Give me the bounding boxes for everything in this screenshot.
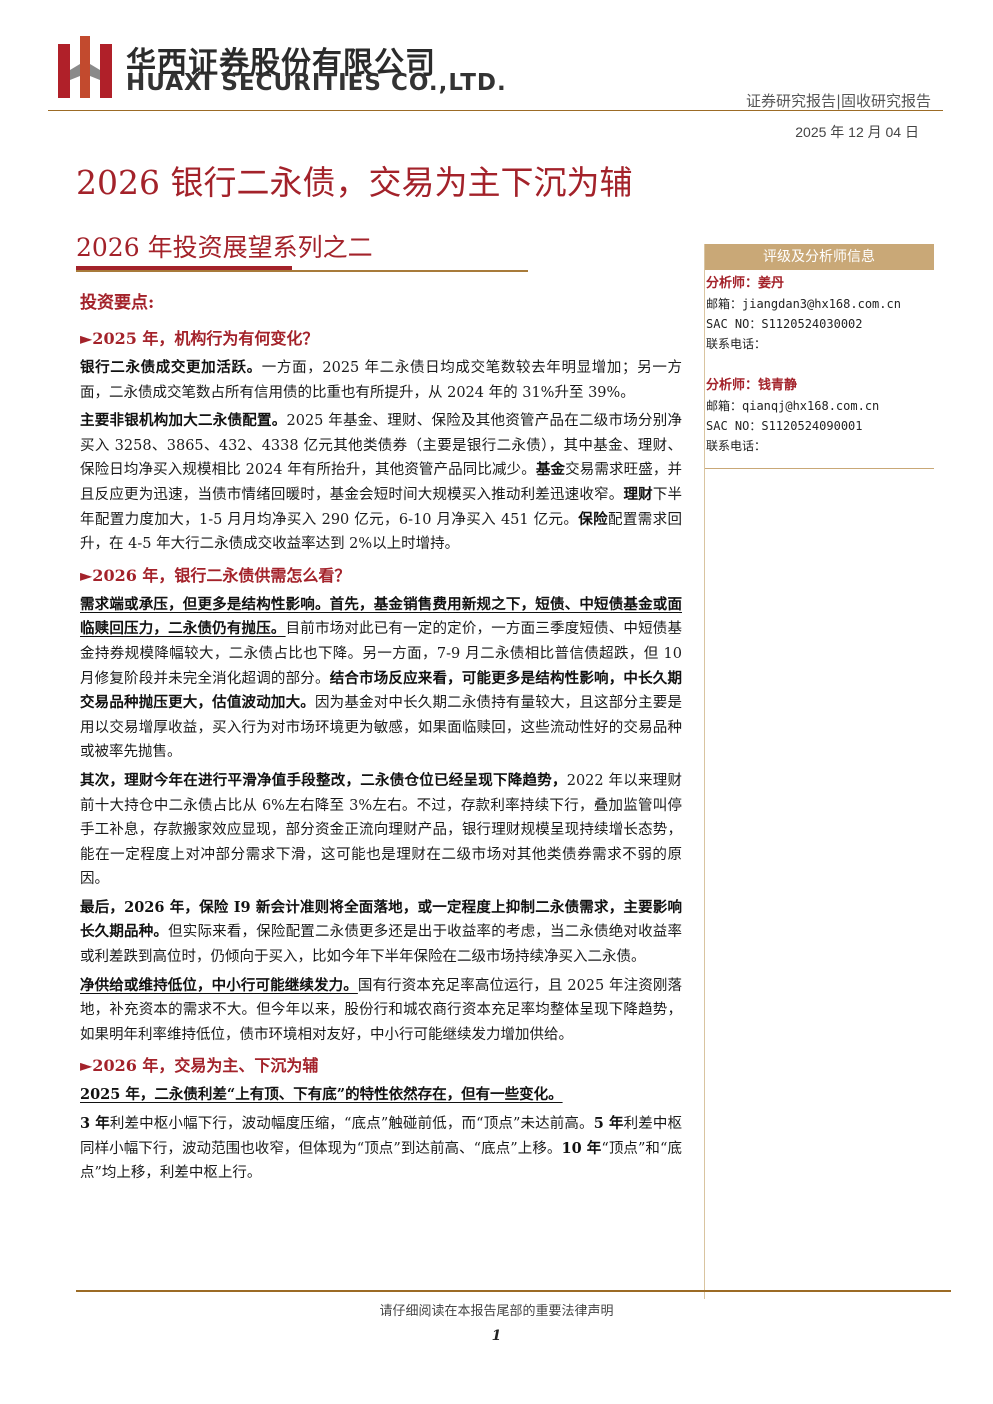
main-content: 投资要点: ►2025 年，机构行为有何变化？ 银行二永债成交更加活跃。一方面，… [80,290,682,1190]
paragraph: 其次，理财今年在进行平滑净值手段整改，二永债仓位已经呈现下降趋势，2022 年以… [80,769,682,892]
paragraph-keyword: 3 年 [80,1115,110,1133]
paragraph-lead: 主要非银机构加大二永债配置。 [80,412,287,430]
paragraph-text: 利差中枢同样小幅下行，波动范围也收窄，但体现为“顶点”到达前高、“底点”上移。 [80,1116,683,1157]
analyst-name: 分析师：姜丹 [706,276,785,291]
sidebar-border [704,244,705,1299]
paragraph-text: 配置需求回升，在 4-5 年大行二永债成交收益率达到 2%以上时增持。 [80,511,683,553]
paragraph-keyword: 基金 [535,461,566,479]
paragraph-lead: 银行二永债成交更加活跃。 [80,359,262,376]
paragraph-lead: 净供给或维持低位，中小行可能继续发力。 [80,976,358,994]
sub-heading-2026-supply-demand: ►2026 年，银行二永债供需怎么看？ [80,565,351,585]
report-title: 2026 银行二永债，交易为主下沉为辅 [76,163,633,202]
paragraph-text: 一方面，2025 年二永债日均成交笔数较去年明显增加；另一方面，二永债成交笔数占… [80,360,682,401]
paragraph-text: “顶点”和“底点”均上移，利差中枢上行。 [80,1140,682,1182]
paragraph-lead: 最后，2026 年，保险 I9 新会计准则将全面落地，或一定程度上抑制二永债需求… [80,898,682,941]
footer-divider [76,1290,951,1292]
paragraph-keyword: 5 年 [593,1115,624,1133]
paragraph-lead: 2025 年，二永债利差“上有顶、下有底”的特性依然存在，但有一些变化。 [80,1086,563,1104]
paragraph: 银行二永债成交更加活跃。一方面，2025 年二永债日均成交笔数较去年明显增加；另… [80,356,682,405]
paragraph-keyword: 理财 [623,485,653,503]
sub-heading-2026-strategy: ►2026 年，交易为主、下沉为辅 [80,1056,319,1076]
sidebar-header: 评级及分析师信息 [704,244,934,270]
paragraph-text: 2025 年基金、理财、保险及其他资管产品在二级市场分别净买入 3258、386… [80,413,682,479]
report-subtitle: 2026 年投资展望系列之二 [76,233,373,262]
paragraph-lead: 需求端或承压，但更多是结构性影响。首先，基金销售费用新规之下，短债、中短债基金或… [80,595,682,638]
paragraph: 需求端或承压，但更多是结构性影响。首先，基金销售费用新规之下，短债、中短债基金或… [80,593,682,765]
paragraph: 主要非银机构加大二永债配置。2025 年基金、理财、保险及其他资管产品在二级市场… [80,409,682,557]
report-date: 2025 年 12 月 04 日 [795,124,919,140]
analyst-phone: 联系电话： [706,337,767,351]
subtitle-divider-accent [76,266,292,270]
section-label: 投资要点: [80,293,155,313]
analyst-card: 分析师：钱青静 邮箱：qianqj@hx168.com.cn SAC NO：S1… [704,372,934,456]
analyst-email[interactable]: 邮箱：jiangdan3@hx168.com.cn [706,297,901,311]
paragraph-keyword: 10 年 [561,1139,602,1157]
analyst-sidebar: 评级及分析师信息 分析师：姜丹 邮箱：jiangdan3@hx168.com.c… [704,244,934,469]
paragraph: 2025 年，二永债利差“上有顶、下有底”的特性依然存在，但有一些变化。 [80,1083,682,1108]
company-logo [58,36,116,98]
page-number: 1 [491,1328,502,1344]
analyst-sac: SAC NO：S1120524090001 [706,419,863,433]
paragraph: 净供给或维持低位，中小行可能继续发力。国有行资本充足率高位运行，且 2025 年… [80,974,682,1048]
analyst-name: 分析师：钱青静 [706,378,798,393]
header-divider [48,110,943,111]
analyst-card: 分析师：姜丹 邮箱：jiangdan3@hx168.com.cn SAC NO：… [704,270,934,354]
paragraph: 3 年利差中枢小幅下行，波动幅度压缩，“底点”触碰前低，而“顶点”未达前高。5 … [80,1112,682,1186]
analyst-phone: 联系电话： [706,439,767,453]
paragraph-text: 交易需求旺盛，并且反应更为迅速，当债市情绪回暖时，基金会短时间大规模买入推动利差… [80,462,682,503]
report-type: 证券研究报告|固收研究报告 [745,92,931,110]
company-name-en: HUAXI SECURITIES CO.,LTD. [126,70,507,96]
company-name-cn: 华西证券股份有限公司 [126,46,436,81]
legal-disclaimer: 请仔细阅读在本报告尾部的重要法律声明 [379,1304,614,1319]
paragraph-text: 利差中枢小幅下行，波动幅度压缩，“底点”触碰前低，而“顶点”未达前高。 [109,1116,594,1133]
paragraph: 最后，2026 年，保险 I9 新会计准则将全面落地，或一定程度上抑制二永债需求… [80,896,682,970]
sub-heading-2025: ►2025 年，机构行为有何变化？ [80,329,319,348]
sidebar-divider [704,468,934,469]
paragraph-keyword: 结合市场反应来看，可能更多是结构性影响，中长久期交易品种抛压更大，估值波动加大。 [80,669,682,712]
paragraph-keyword: 保险 [578,510,608,528]
analyst-email[interactable]: 邮箱：qianqj@hx168.com.cn [706,399,880,413]
paragraph-text: 国有行资本充足率高位运行，且 2025 年注资刚落地，补充资本的需求不大。但今年… [80,977,682,1043]
paragraph-text: 下半年配置力度加大，1-5 月月均净买入 290 亿元，6-10 月净买入 45… [80,486,682,528]
analyst-sac: SAC NO：S1120524030002 [706,317,863,331]
subtitle-divider [76,270,528,272]
paragraph-text: 因为基金对中长久期二永债持有量较大，且这部分主要是用以交易增厚收益，买入行为对市… [80,695,682,761]
paragraph-text: 目前市场对此已有一定的定价，一方面三季度短债、中短债基金持券规模降幅较大，二永债… [80,621,682,687]
paragraph-text: 但实际来看，保险配置二永债更多还是出于收益率的考虑，当二永债绝对收益率或利差跌到… [80,924,682,966]
paragraph-text: 2022 年以来理财前十大持仓中二永债占比从 6%左右降至 3%左右。不过，存款… [80,772,682,888]
paragraph-lead: 其次，理财今年在进行平滑净值手段整改，二永债仓位已经呈现下降趋势， [80,771,567,789]
